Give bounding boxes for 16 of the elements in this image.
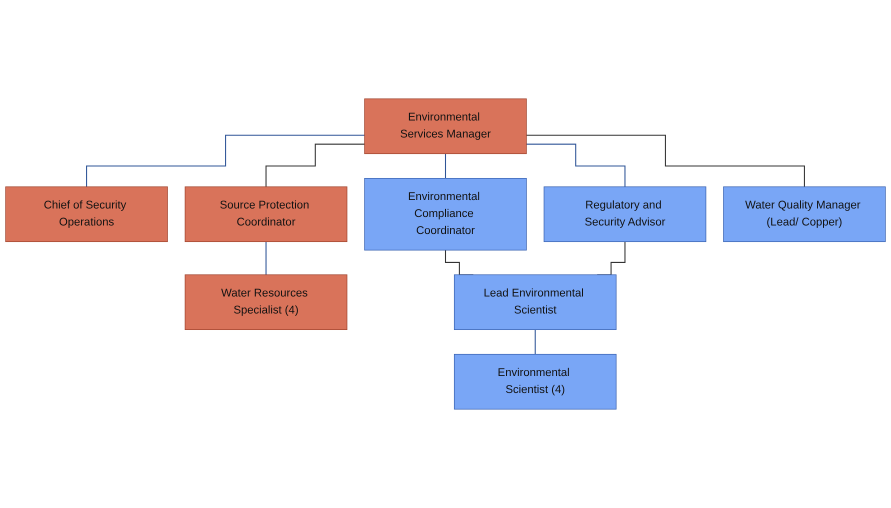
connector	[444, 153, 446, 179]
node-box: Lead Environmental Scientist	[454, 274, 617, 330]
node-box: Environmental Services Manager	[364, 98, 527, 154]
connector	[86, 134, 365, 188]
connector	[526, 134, 805, 188]
node-box: Chief of Security Operations	[5, 186, 168, 242]
connector	[534, 329, 536, 355]
node-box: Regulatory and Security Advisor	[544, 186, 706, 242]
node-box: Water Resources Specialist (4)	[184, 274, 348, 330]
node-box: Source Protection Coordinator	[184, 186, 348, 242]
node-box: Environmental Compliance Coordinator	[364, 178, 527, 250]
node-box: Water Quality Manager (Lead/ Copper)	[723, 186, 886, 242]
connector	[266, 241, 267, 276]
connector	[266, 144, 365, 188]
connector	[526, 144, 626, 188]
node-box: Environmental Scientist (4)	[454, 354, 617, 410]
